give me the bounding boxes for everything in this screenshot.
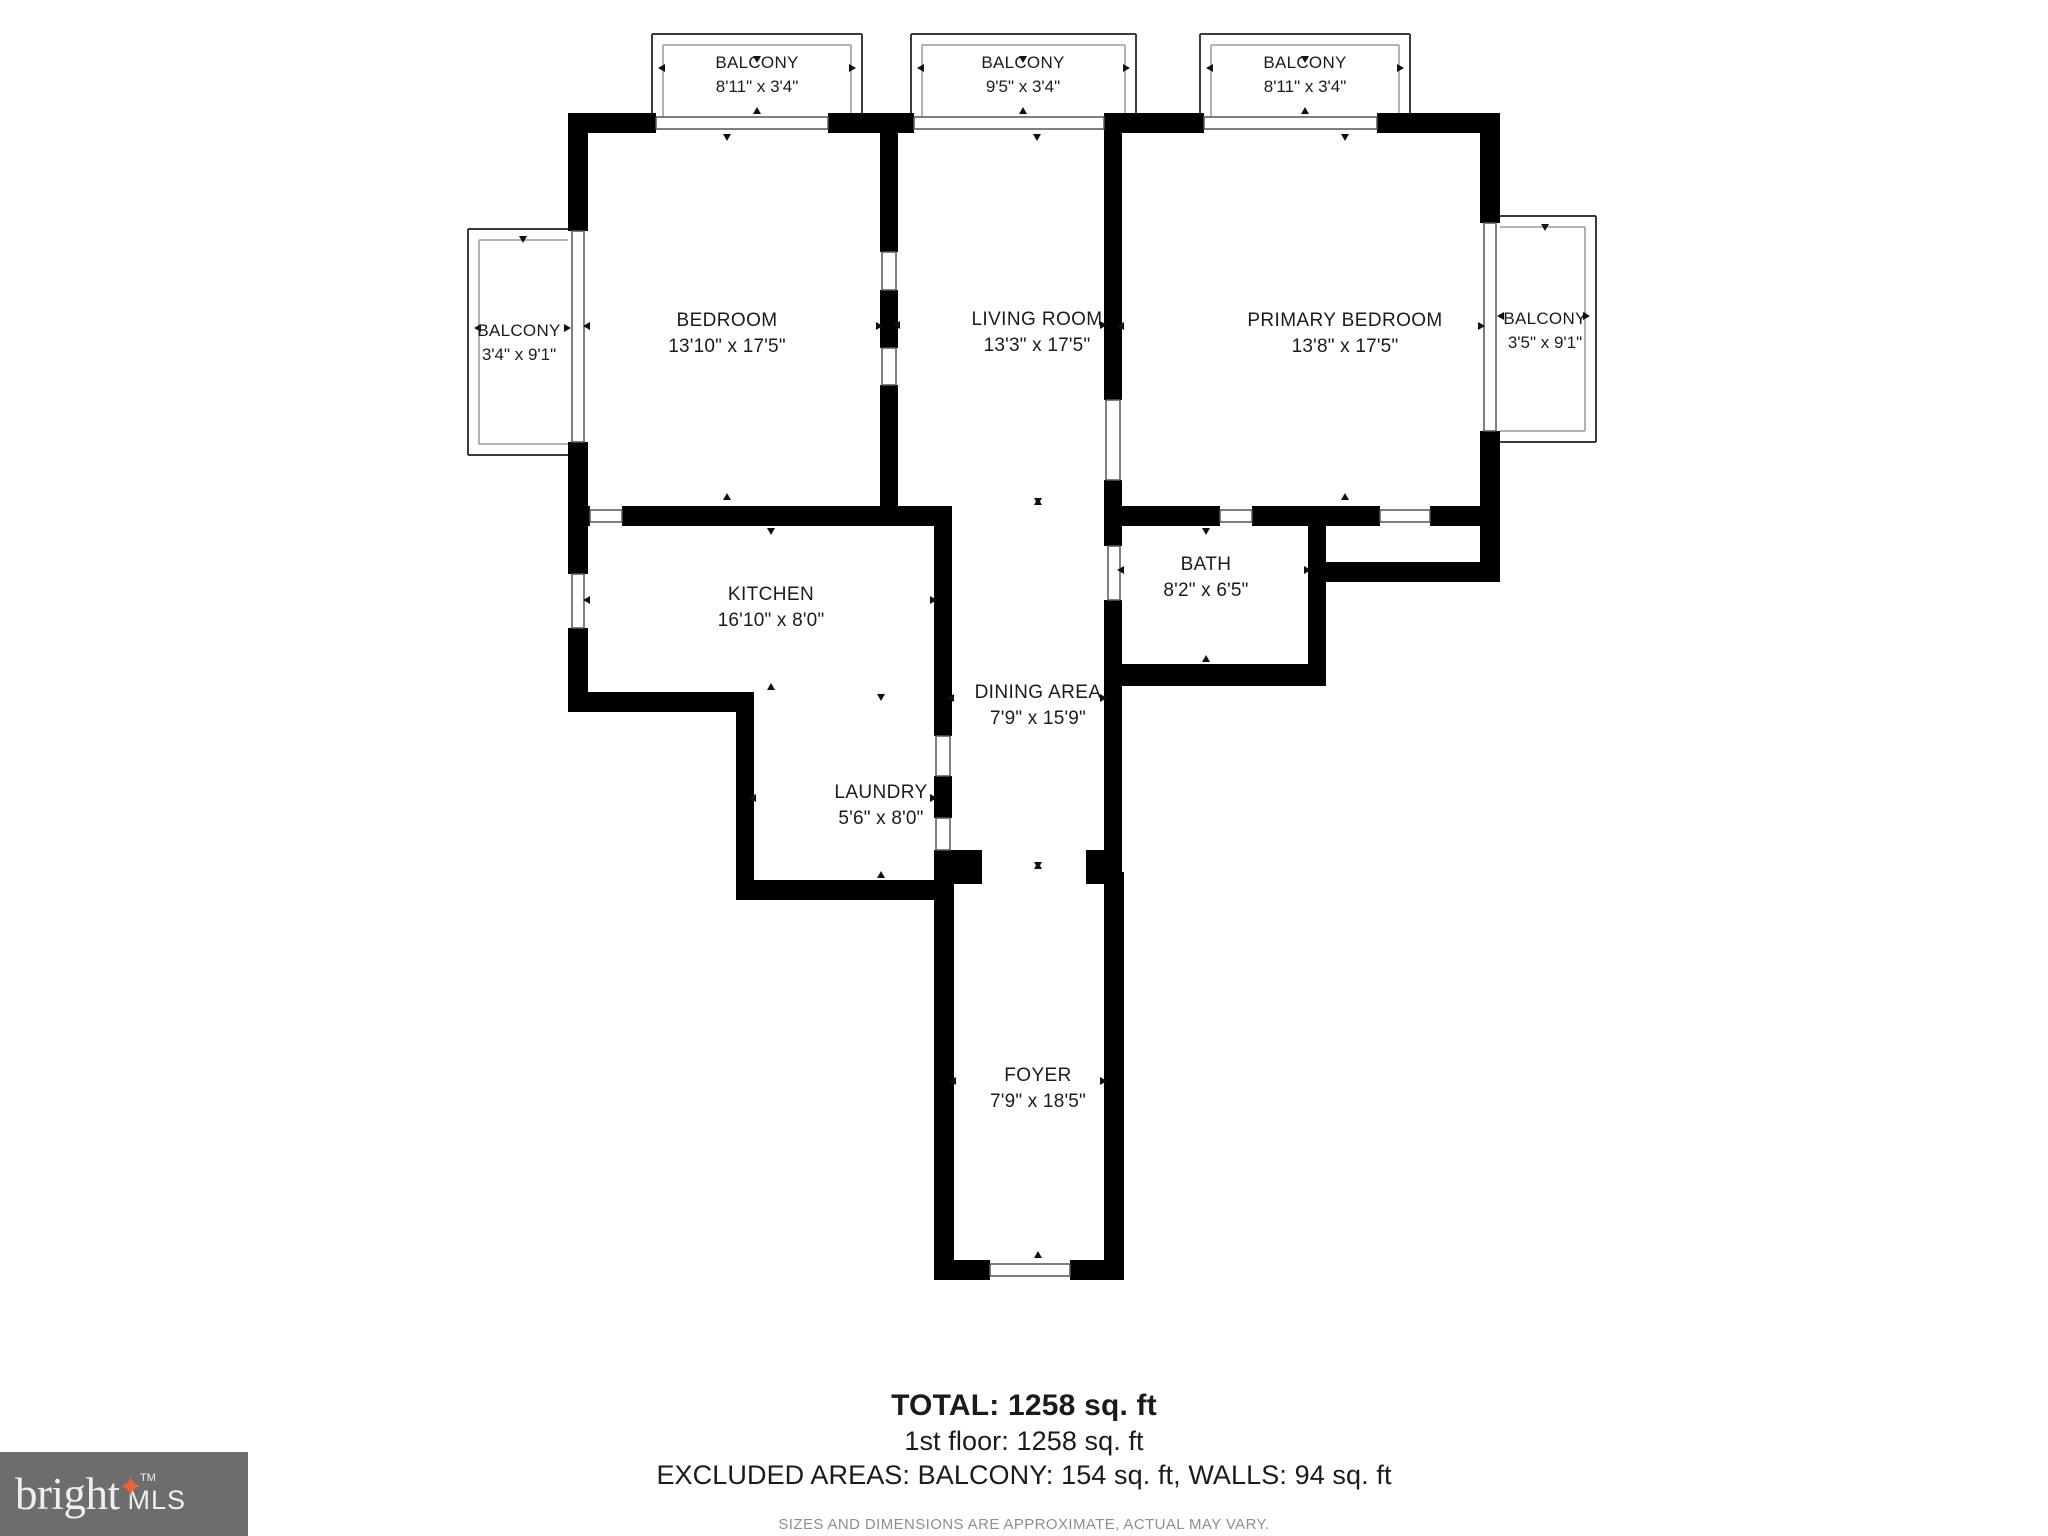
balcony-dim-right: 3'5" x 9'1" — [1508, 333, 1582, 352]
room-name-laundry: LAUNDRY — [834, 782, 927, 803]
balcony-label-right: BALCONY 3'5" x 9'1" — [1503, 309, 1586, 352]
balcony-name-top-left: BALCONY — [715, 53, 798, 72]
room-label-kitchen: KITCHEN 16'10" x 8'0" — [718, 584, 825, 631]
room-name-bedroom: BEDROOM — [677, 310, 778, 331]
balcony-outline-top-left — [651, 33, 863, 124]
balcony-name-left: BALCONY — [477, 321, 560, 340]
logo-trademark: TM — [140, 1471, 156, 1484]
room-dim-bedroom: 13'10" x 17'5" — [668, 336, 786, 357]
balcony-name-right: BALCONY — [1503, 309, 1586, 328]
room-dim-foyer: 7'9" x 18'5" — [990, 1091, 1086, 1112]
room-label-laundry: LAUNDRY 5'6" x 8'0" — [834, 782, 927, 829]
door-openings — [881, 251, 1121, 851]
room-label-dining-area: DINING AREA 7'9" x 15'9" — [975, 682, 1102, 729]
room-name-primary-bedroom: PRIMARY BEDROOM — [1247, 310, 1442, 331]
room-name-bath: BATH — [1181, 554, 1232, 575]
balcony-dim-top-right: 8'11" x 3'4" — [1264, 77, 1347, 96]
balcony-dim-top-left: 8'11" x 3'4" — [716, 77, 799, 96]
room-name-kitchen: KITCHEN — [728, 584, 814, 605]
room-dim-living-room: 13'3" x 17'5" — [984, 335, 1091, 356]
balcony-name-top-center: BALCONY — [981, 53, 1064, 72]
balcony-label-top-right: BALCONY 8'11" x 3'4" — [1263, 53, 1346, 96]
walls — [568, 113, 1500, 1280]
room-name-living-room: LIVING ROOM — [971, 309, 1102, 330]
balcony-label-left: BALCONY 3'4" x 9'1" — [477, 321, 560, 364]
balcony-label-top-left: BALCONY 8'11" x 3'4" — [715, 53, 798, 96]
bright-mls-logo: bright ✦ TM MLS — [0, 1452, 248, 1536]
room-label-bedroom: BEDROOM 13'10" x 17'5" — [668, 310, 786, 357]
balcony-outline-top-center — [910, 33, 1137, 124]
room-dim-bath: 8'2" x 6'5" — [1163, 580, 1248, 601]
windows — [571, 116, 1497, 1277]
balcony-dim-top-center: 9'5" x 3'4" — [986, 77, 1060, 96]
room-dim-dining-area: 7'9" x 15'9" — [990, 708, 1086, 729]
total-area-text: TOTAL: 1258 sq. ft — [891, 1389, 1157, 1422]
room-labels: BEDROOM 13'10" x 17'5" LIVING ROOM 13'3"… — [668, 309, 1442, 1112]
balcony-label-top-center: BALCONY 9'5" x 3'4" — [981, 53, 1064, 96]
area-summary: TOTAL: 1258 sq. ft 1st floor: 1258 sq. f… — [0, 1388, 2048, 1533]
balcony-labels: BALCONY 8'11" x 3'4" BALCONY 9'5" x 3'4"… — [477, 53, 1586, 364]
room-name-dining-area: DINING AREA — [975, 682, 1102, 703]
balcony-dim-left: 3'4" x 9'1" — [482, 345, 556, 364]
room-label-primary-bedroom: PRIMARY BEDROOM 13'8" x 17'5" — [1247, 310, 1442, 357]
room-label-foyer: FOYER 7'9" x 18'5" — [990, 1065, 1086, 1112]
room-name-foyer: FOYER — [1004, 1065, 1071, 1086]
excluded-areas-text: EXCLUDED AREAS: BALCONY: 154 sq. ft, WAL… — [656, 1460, 1392, 1491]
floor-area-text: 1st floor: 1258 sq. ft — [904, 1425, 1144, 1456]
room-label-living-room: LIVING ROOM 13'3" x 17'5" — [971, 309, 1102, 356]
dimension-arrows — [474, 56, 1590, 1258]
room-dim-primary-bedroom: 13'8" x 17'5" — [1292, 336, 1399, 357]
balcony-outline-left — [467, 228, 568, 456]
room-label-bath: BATH 8'2" x 6'5" — [1163, 554, 1248, 601]
disclaimer-text: SIZES AND DIMENSIONS ARE APPROXIMATE, AC… — [778, 1516, 1270, 1534]
balcony-outline-top-right — [1199, 33, 1411, 124]
logo-suffix-text: MLS — [127, 1484, 187, 1515]
room-dim-laundry: 5'6" x 8'0" — [838, 808, 923, 829]
spark-icon: ✦ — [118, 1470, 144, 1504]
balcony-outline-right — [1500, 215, 1597, 443]
room-dim-kitchen: 16'10" x 8'0" — [718, 610, 825, 631]
logo-brand-text: bright — [15, 1468, 120, 1519]
balcony-name-top-right: BALCONY — [1263, 53, 1346, 72]
